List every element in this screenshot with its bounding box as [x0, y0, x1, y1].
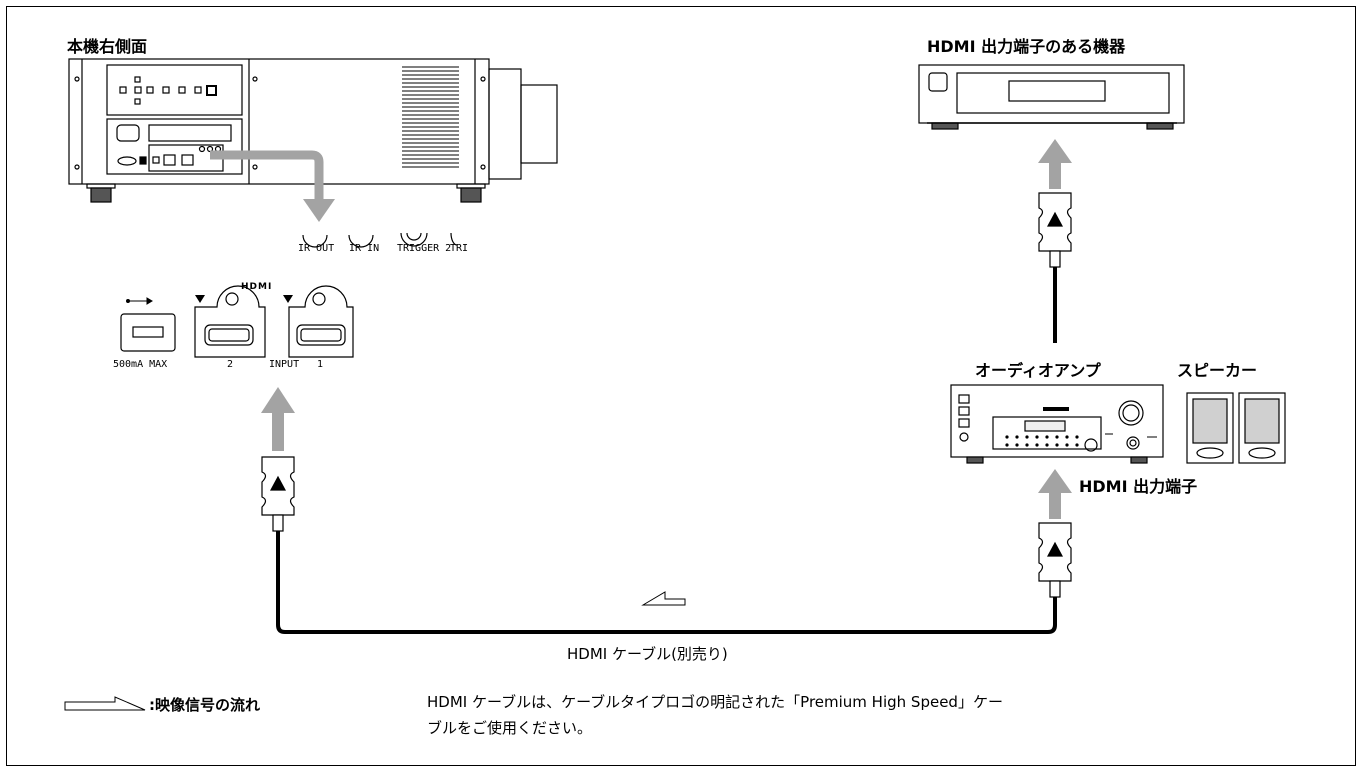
connection-diagram: HDMI	[64, 58, 1286, 711]
speakers-illustration	[1186, 392, 1286, 464]
av-amp-label: オーディオアンプ	[975, 361, 1101, 380]
note-line-1: HDMI ケーブルは、ケーブルタイプロゴの明記された「Premium High …	[427, 693, 1003, 711]
hdmi-out-port-label: HDMI 出力端子	[1079, 477, 1198, 496]
projector-illustration	[68, 58, 558, 203]
projector-side-label: 本機右側面	[67, 37, 148, 56]
diagram-frame: HDMI 本機右側面 HDMI 出力端子のある機器 オーディオアンプ スピーカー…	[6, 6, 1356, 766]
hdmi-source-device-illustration	[918, 64, 1185, 130]
usb-max-label: 500mA MAX	[113, 359, 168, 370]
hdmi-plug-left	[261, 456, 295, 532]
port-panel-zoom	[120, 232, 458, 358]
flow-arrow-outline	[641, 591, 686, 606]
cable-label: HDMI ケーブル(別売り)	[567, 645, 728, 663]
hdmi-1-label: 1	[317, 359, 324, 370]
legend-flow-icon	[64, 696, 146, 711]
hdmi-logo: HDMI	[241, 282, 272, 292]
port-trigger-2: TRIGGER 2	[397, 243, 452, 254]
input-label: INPUT	[269, 359, 300, 370]
hdmi-plug-device	[1038, 192, 1072, 268]
speaker-label: スピーカー	[1177, 361, 1258, 380]
port-ir-in: IR IN	[349, 243, 380, 254]
legend-signal-flow: :映像信号の流れ	[149, 696, 260, 714]
note-line-2: ブルをご使用ください。	[427, 719, 593, 737]
hdmi-device-label: HDMI 出力端子のある機器	[927, 37, 1126, 56]
callout-arrow	[210, 150, 324, 202]
signal-arrows	[261, 139, 1072, 519]
port-ir-out: IR OUT	[298, 243, 335, 254]
hdmi-cable-main	[276, 519, 1057, 634]
av-amplifier-illustration	[950, 384, 1164, 464]
hdmi-plug-amp	[1038, 522, 1072, 598]
port-trigger-cut: TRI	[450, 243, 469, 254]
hdmi-2-label: 2	[227, 359, 234, 370]
usb-icon	[126, 297, 153, 305]
